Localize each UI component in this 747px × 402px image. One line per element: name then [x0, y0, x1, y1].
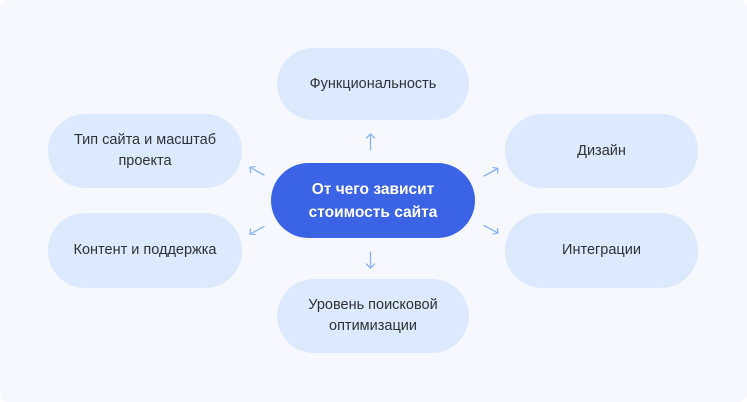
node-content-support-label: Контент и поддержка: [73, 242, 217, 258]
node-seo-level: Уровень поисковой оптимизации: [277, 279, 469, 353]
node-center-topic: От чего зависит стоимость сайта: [271, 163, 475, 238]
node-site-type-scale-line2: проекта: [118, 153, 172, 169]
center-topic-line1: От чего зависит: [311, 180, 435, 198]
arrow-down-right-icon: [483, 224, 499, 235]
node-site-type-scale-line1: Тип сайта и масштаб: [73, 132, 217, 148]
node-seo-level-line2: оптимизации: [329, 318, 417, 334]
node-seo-level-text: Уровень поисковой оптимизации: [308, 295, 437, 337]
arrow-down-icon: [365, 251, 376, 269]
node-site-type-scale-text: Тип сайта и масштаб проекта: [74, 130, 216, 172]
arrow-up-icon: [365, 133, 376, 151]
node-seo-level-line1: Уровень поисковой: [308, 297, 438, 313]
arrow-up-left-icon: [249, 165, 265, 176]
node-integrations: Интеграции: [505, 213, 698, 288]
arrow-down-left-icon: [249, 225, 265, 236]
node-site-type-scale: Тип сайта и масштаб проекта: [48, 114, 242, 188]
node-design-label: Дизайн: [577, 142, 626, 159]
node-design: Дизайн: [505, 114, 698, 188]
node-content-support: Контент и поддержка: [48, 213, 242, 288]
arrow-up-right-icon: [483, 166, 499, 177]
node-functionality: Функциональность: [277, 48, 469, 120]
node-center-topic-text: От чего зависит стоимость сайта: [309, 178, 438, 224]
node-functionality-label: Функциональность: [309, 75, 437, 92]
center-topic-line2: стоимость сайта: [308, 203, 438, 221]
node-integrations-label: Интеграции: [562, 242, 641, 258]
